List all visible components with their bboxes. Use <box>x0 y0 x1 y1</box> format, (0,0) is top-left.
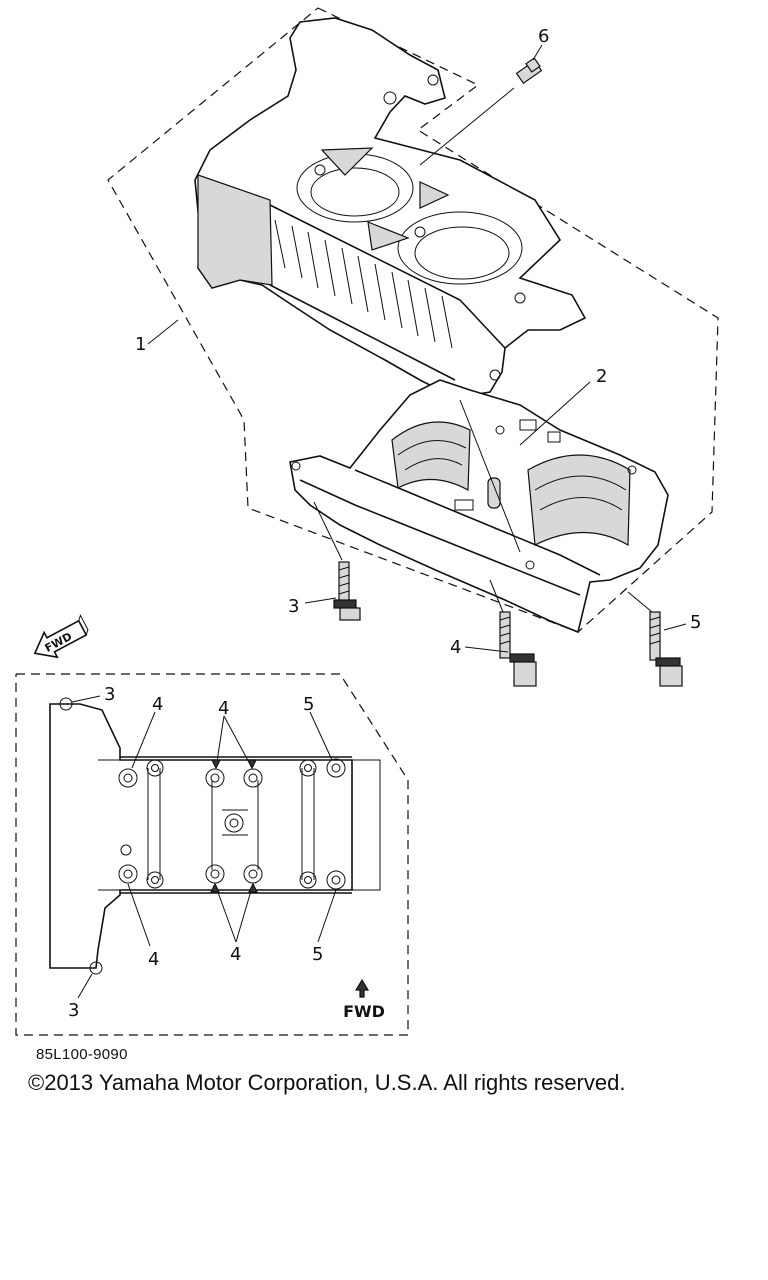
inset-callout-4-left-bottom: 4 <box>148 949 159 970</box>
callout-6: 6 <box>538 26 549 47</box>
copyright-notice: ©2013 Yamaha Motor Corporation, U.S.A. A… <box>28 1070 626 1095</box>
bolt-4 <box>499 611 537 687</box>
inset-callout-3-top: 3 <box>104 684 115 705</box>
part-code: 85L100-9090 <box>36 1046 128 1063</box>
callout-4: 4 <box>450 637 461 658</box>
callout-2: 2 <box>596 366 607 387</box>
grease-fitting <box>515 57 543 85</box>
inset-bolt-pattern-view: 3 4 4 5 4 4 5 3 FWD <box>15 673 409 1036</box>
inset-callout-3-bottom: 3 <box>68 1000 79 1021</box>
inset-callout-5-top: 5 <box>303 694 314 715</box>
fwd-direction-arrow: FWD <box>33 614 89 659</box>
inset-callout-4-center-top: 4 <box>218 698 229 719</box>
bolt-3 <box>333 561 361 621</box>
crankcase-exploded-diagram: 1 2 3 4 5 6 FWD <box>15 7 719 1036</box>
inset-callout-4-left-top: 4 <box>152 694 163 715</box>
inset-fwd-label: FWD <box>343 1002 385 1021</box>
callout-3: 3 <box>288 596 299 617</box>
callout-1: 1 <box>135 334 146 355</box>
lower-crankcase <box>289 379 669 634</box>
callout-5: 5 <box>690 612 701 633</box>
inset-callout-5-bottom: 5 <box>312 944 323 965</box>
dowel-pin <box>487 477 501 509</box>
upper-crankcase <box>194 17 587 399</box>
bolt-5 <box>649 611 683 687</box>
inset-callout-4-center-bottom: 4 <box>230 944 241 965</box>
inset-fwd-up-arrow <box>354 978 370 998</box>
assembly-group-boundary <box>107 7 719 633</box>
